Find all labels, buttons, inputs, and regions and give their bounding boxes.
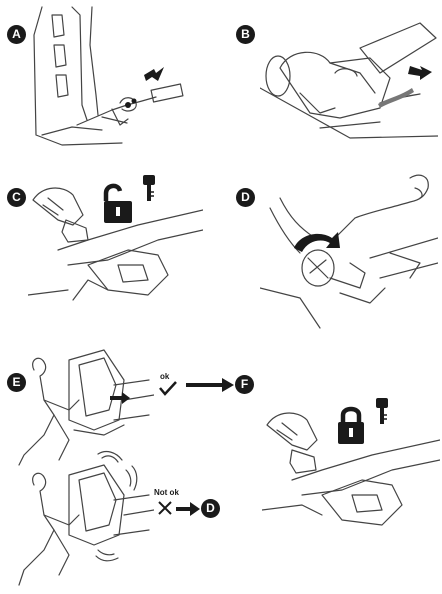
step-d-badge: D (236, 188, 255, 207)
not-ok-label: Not ok (154, 488, 179, 497)
step-c-badge: C (7, 188, 26, 207)
step-b-illustration (260, 18, 438, 143)
step-f-illustration (262, 395, 440, 535)
ok-label: ok (160, 372, 170, 381)
step-f-goto-badge: F (235, 375, 254, 394)
step-d-goto-badge: D (201, 499, 220, 518)
key-icon (375, 397, 389, 431)
key-icon (142, 174, 156, 208)
locked-padlock-icon (336, 405, 366, 445)
step-c-illustration (28, 170, 203, 320)
checkmark-icon (158, 380, 178, 396)
cross-icon (157, 500, 173, 516)
step-e-illustration-ok (14, 340, 154, 470)
step-a-badge: A (7, 25, 26, 44)
step-e-illustration-notok (14, 450, 154, 590)
right-arrow-icon (176, 502, 200, 516)
step-a-illustration (32, 5, 202, 150)
step-d-illustration (260, 168, 438, 330)
right-arrow-icon (186, 378, 234, 392)
step-b-badge: B (236, 25, 255, 44)
step-e-badge: E (7, 373, 26, 392)
unlocked-padlock-icon (100, 183, 134, 225)
